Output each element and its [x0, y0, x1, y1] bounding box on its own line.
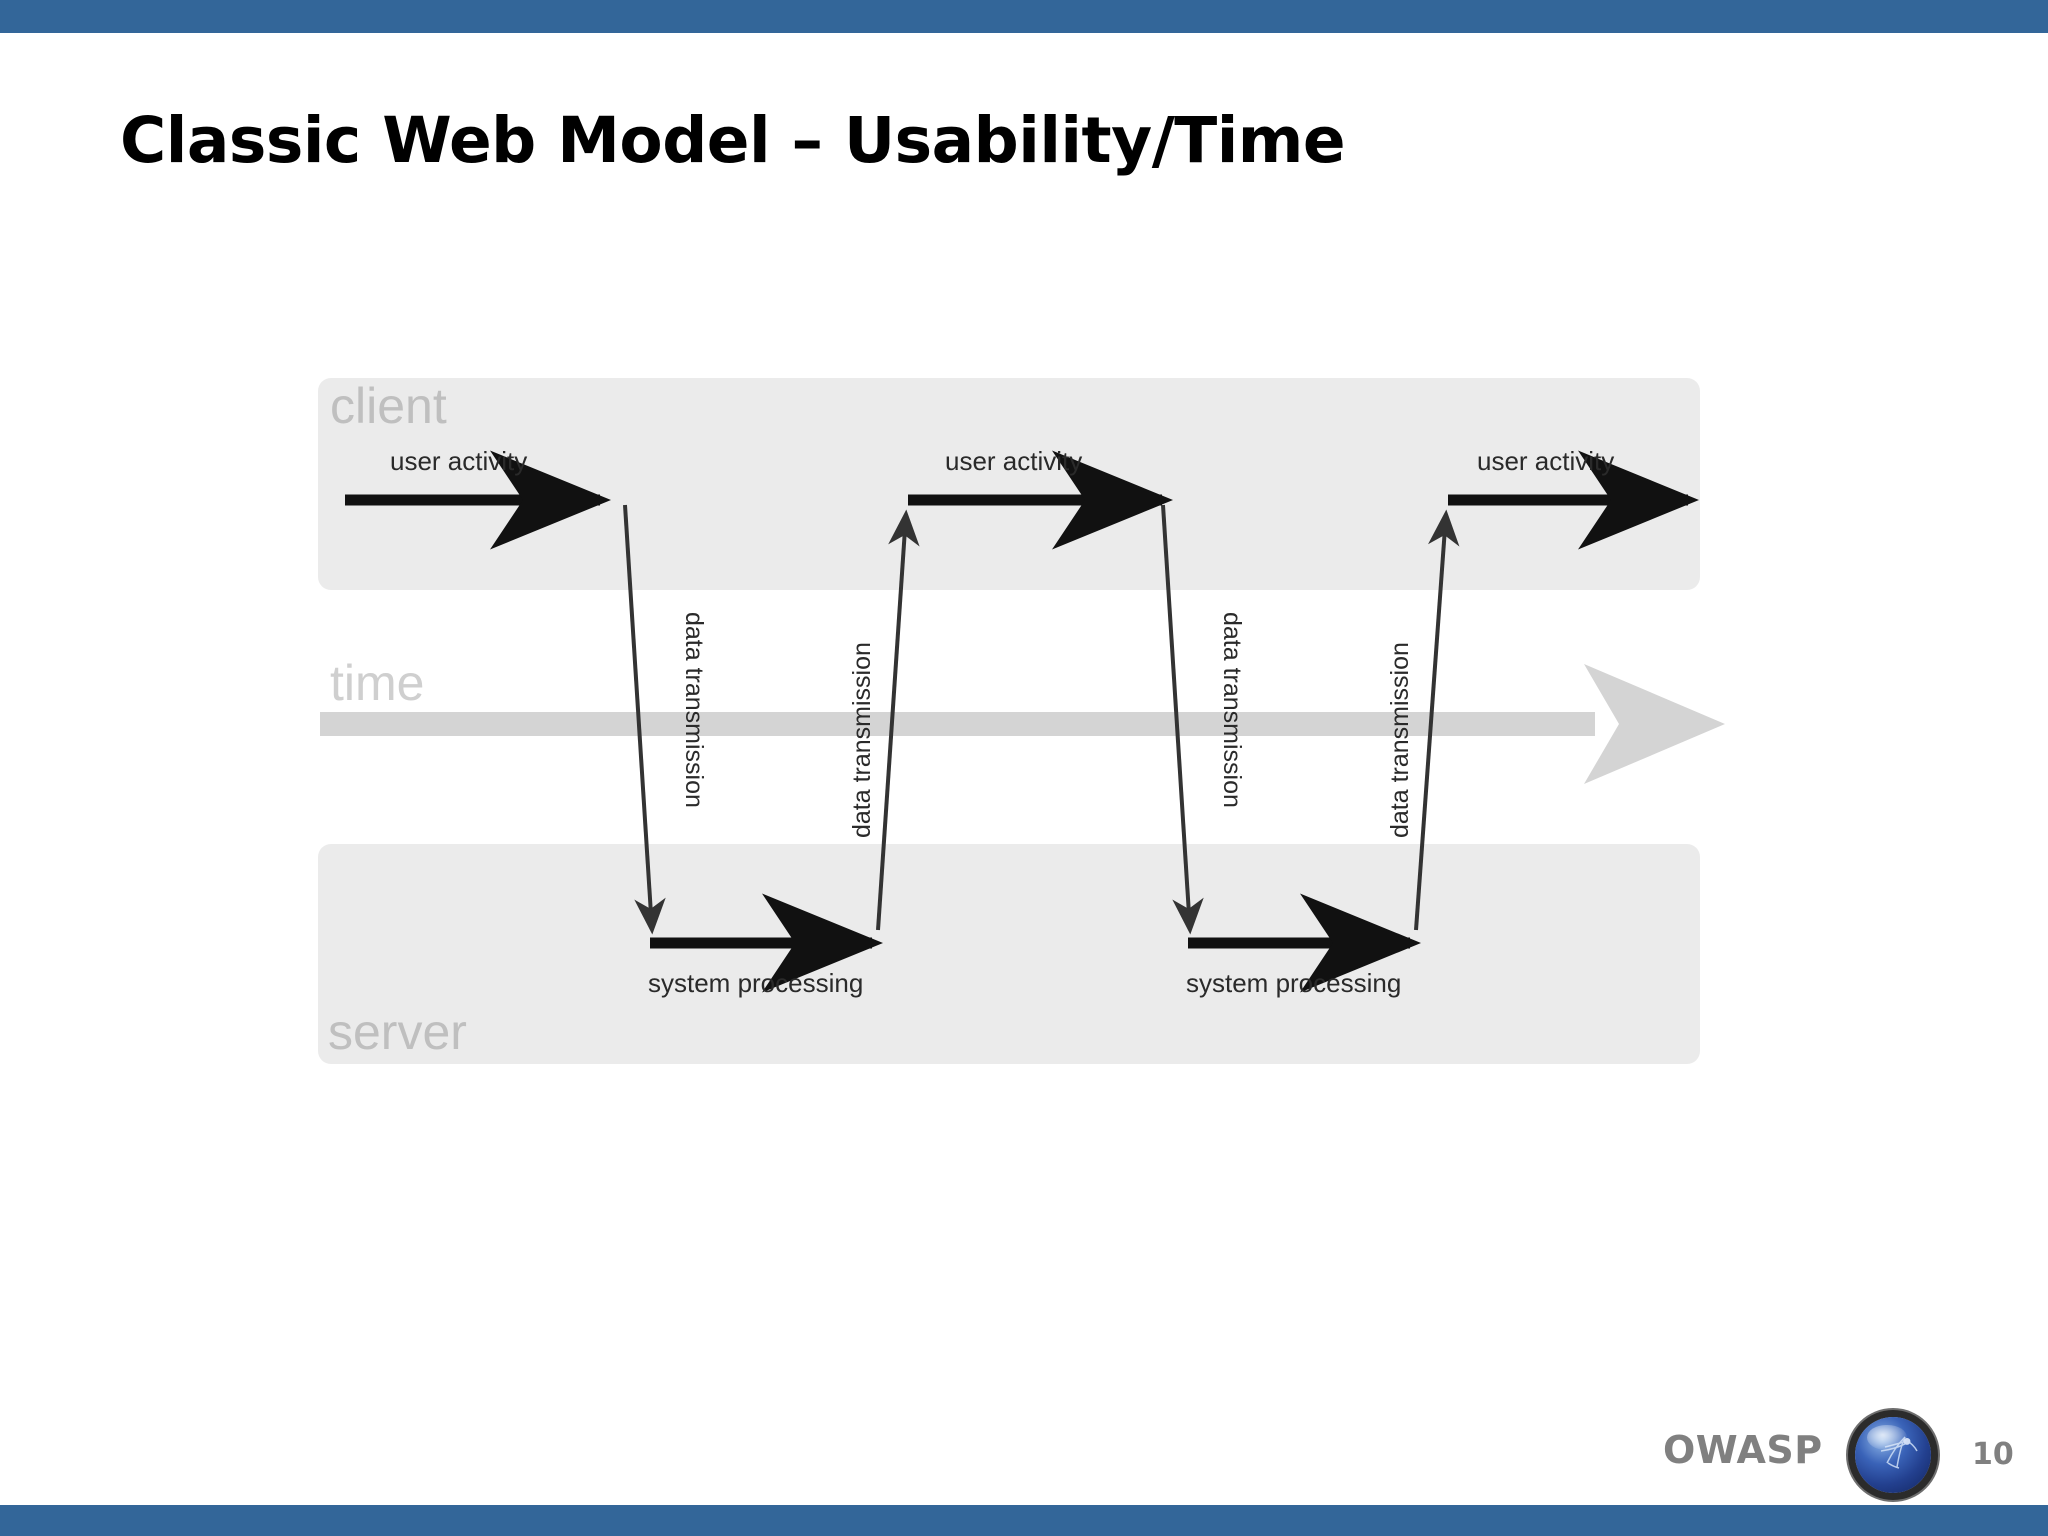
data-transmission-line-4 — [1414, 509, 1460, 931]
owasp-globe-highlight — [1867, 1424, 1907, 1451]
data-transmission-line-1 — [623, 504, 666, 935]
user-activity-label-2: user activity — [945, 446, 1082, 476]
lane-client-band — [318, 378, 1700, 590]
system-processing-label-1: system processing — [648, 968, 863, 998]
bottom-accent-band — [0, 1505, 2048, 1536]
lane-label-client: client — [330, 378, 447, 434]
owasp-brand-label: OWASP — [1663, 1428, 1823, 1472]
data-transmission-label-2: data transmission — [848, 642, 876, 838]
system-processing-label-2: system processing — [1186, 968, 1401, 998]
page-title: Classic Web Model – Usability/Time — [120, 104, 1346, 177]
top-accent-band — [0, 0, 2048, 33]
data-transmission-line-2 — [876, 509, 920, 931]
user-activity-label-1: user activity — [390, 446, 527, 476]
lane-server-band — [318, 844, 1700, 1064]
lane-label-time: time — [330, 655, 424, 711]
data-transmission-label-4: data transmission — [1386, 642, 1414, 838]
data-transmission-line-3 — [1161, 504, 1204, 935]
owasp-globe-icon — [1855, 1417, 1931, 1493]
user-activity-label-3: user activity — [1477, 446, 1614, 476]
time-axis-arrow — [320, 664, 1725, 784]
lane-label-server: server — [328, 1004, 467, 1060]
page-number: 10 — [1972, 1437, 2014, 1472]
data-transmission-label-1: data transmission — [680, 612, 708, 808]
data-transmission-label-3: data transmission — [1218, 612, 1246, 808]
